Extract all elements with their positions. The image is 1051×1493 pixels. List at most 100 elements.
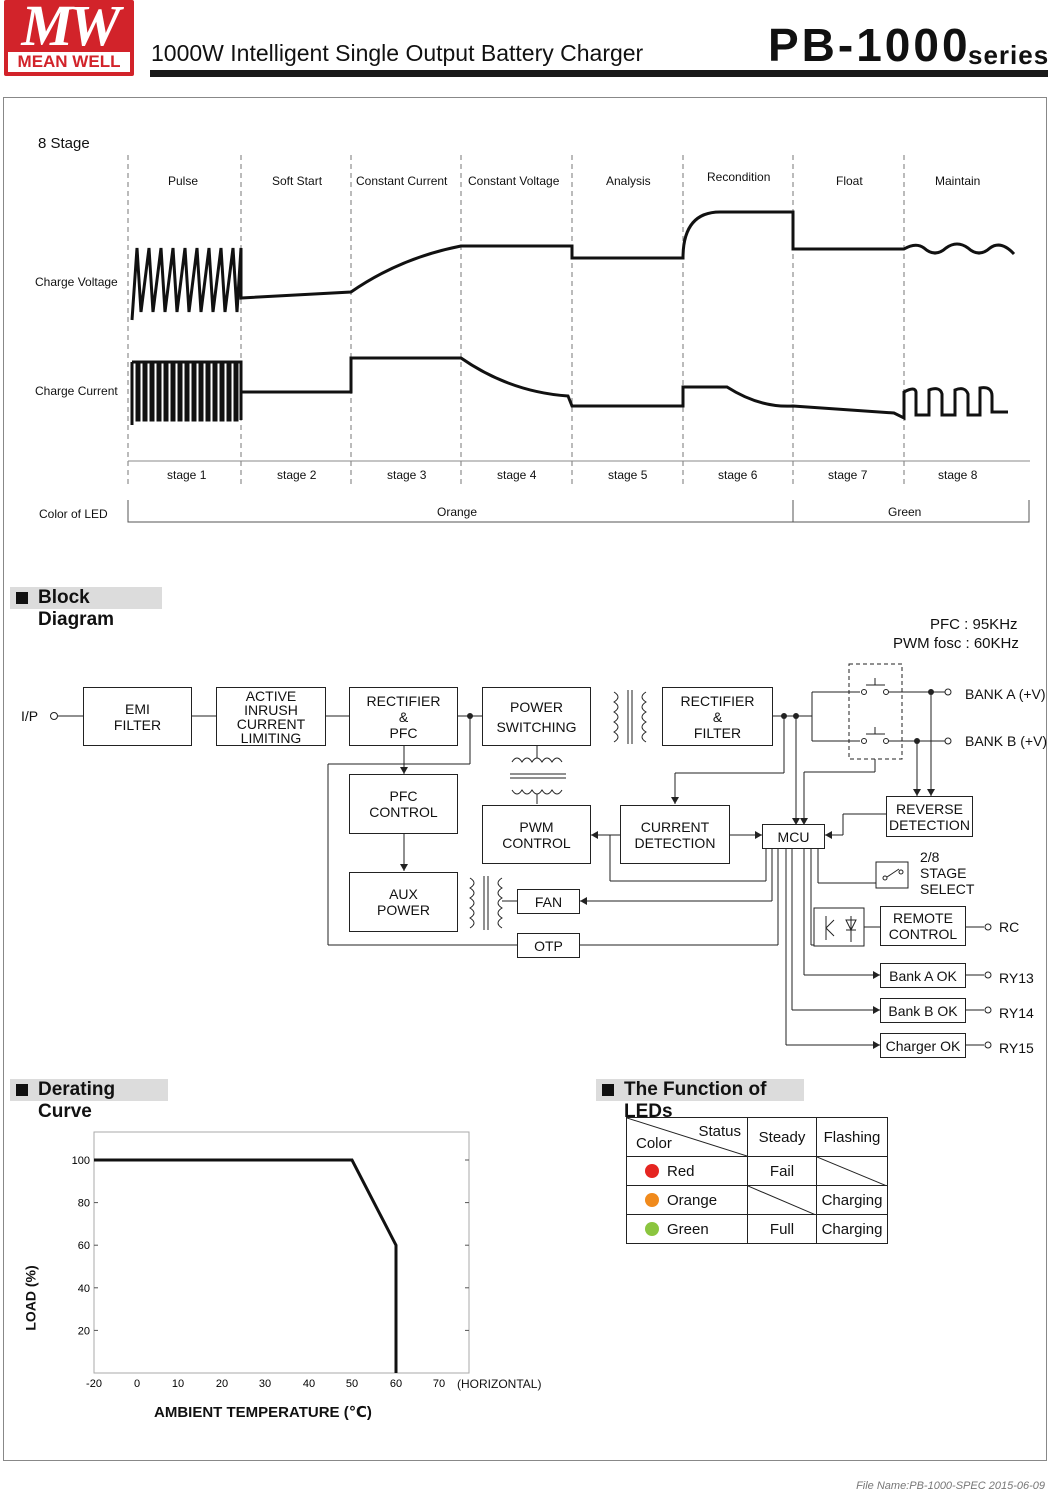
led-table-status-header: Status	[698, 1123, 741, 1140]
block-otp: OTP	[517, 933, 580, 958]
green-led-icon	[645, 1221, 659, 1236]
block-diagram-section-title: Block Diagram	[10, 587, 162, 630]
led-table-corner-cell: Status Color	[626, 1117, 748, 1157]
pwm-frequency-note: PWM fosc : 60KHz	[893, 635, 1019, 652]
content-frame	[3, 97, 1047, 1461]
led-table-row-green: Green Full Charging	[626, 1214, 888, 1244]
stage-name-7: Float	[836, 174, 863, 188]
charge-voltage-label: Charge Voltage	[35, 275, 118, 289]
charge-current-waveform	[130, 356, 1008, 425]
y-tick-label-4: 100	[72, 1155, 90, 1167]
led-table-row-orange: Orange Charging	[626, 1185, 888, 1215]
block-pfc-control: PFC CONTROL	[349, 774, 458, 834]
header-rule	[150, 70, 1048, 77]
led-color-row-label: Color of LED	[39, 507, 108, 521]
led-color-cell-red: Red	[626, 1156, 748, 1186]
logo-mark: MW	[21, 0, 120, 58]
block-bank-a-ok: Bank A OK	[880, 963, 966, 988]
pfc-frequency-note: PFC : 95KHz	[930, 616, 1018, 633]
derating-y-axis-label: LOAD (%)	[22, 1265, 39, 1331]
block-remote-control: REMOTE CONTROL	[880, 906, 966, 946]
led-red-steady: Fail	[747, 1156, 817, 1186]
led-color-cell-green: Green	[626, 1214, 748, 1244]
block-fan: FAN	[517, 889, 580, 914]
output-ry13: RY13	[999, 970, 1034, 986]
block-pwm-control: PWM CONTROL	[482, 805, 591, 864]
led-table-header-row: Status Color Steady Flashing	[626, 1117, 888, 1157]
charge-voltage-waveform	[130, 210, 1016, 321]
x-tick-label-8: 70	[433, 1378, 445, 1390]
x-tick-label-1: 0	[134, 1378, 140, 1390]
led-table-flashing-header: Flashing	[816, 1117, 888, 1157]
block-rectifier-filter: RECTIFIER & FILTER	[662, 687, 773, 746]
output-ry14: RY14	[999, 1005, 1034, 1021]
red-led-icon	[645, 1163, 659, 1178]
input-label: I/P	[21, 708, 39, 724]
orange-led-icon	[645, 1192, 659, 1207]
stage-name-5: Analysis	[606, 174, 651, 188]
stage-select-label: 2/8 STAGE SELECT	[920, 849, 975, 897]
stage-name-4: Constant Voltage	[468, 174, 560, 188]
logo-text: MEAN WELL	[8, 52, 130, 72]
stage-name-8: Maintain	[935, 174, 981, 188]
block-bank-b-ok: Bank B OK	[880, 998, 966, 1023]
y-tick-label-2: 60	[78, 1240, 90, 1252]
output-bank-b: BANK B (+V)	[965, 733, 1048, 749]
stage-name-6: Recondition	[707, 170, 771, 184]
led-red-flashing	[816, 1156, 888, 1186]
stage-number-3: stage 3	[387, 468, 427, 482]
derating-curve-line	[94, 1158, 398, 1373]
led-orange-flashing: Charging	[816, 1185, 888, 1215]
x-tick-label-4: 30	[259, 1378, 271, 1390]
block-mcu: MCU	[762, 824, 825, 849]
x-tick-label-3: 20	[216, 1378, 228, 1390]
led-function-section-title: The Function of LEDs	[596, 1079, 804, 1122]
led-segment-green: Green	[888, 505, 922, 519]
stage-number-7: stage 7	[828, 468, 868, 482]
led-green-flashing: Charging	[816, 1214, 888, 1244]
model-series-suffix: series	[968, 40, 1050, 70]
stage-name-3: Constant Current	[356, 174, 448, 188]
stage-waveform-graphic	[127, 155, 1030, 523]
led-color-cell-orange: Orange	[626, 1185, 748, 1215]
block-power-switching: POWER SWITCHING	[482, 687, 591, 746]
brand-logo: MW MEAN WELL	[4, 0, 134, 76]
x-tick-label-6: 50	[346, 1378, 358, 1390]
output-bank-a: BANK A (+V)	[965, 686, 1046, 702]
x-tick-label-5: 40	[303, 1378, 315, 1390]
block-rectifier-pfc: RECTIFIER & PFC	[349, 687, 458, 746]
block-emi-filter: EMI FILTER	[83, 687, 192, 746]
file-name-footer: File Name:PB-1000-SPEC 2015-06-09	[856, 1480, 1045, 1492]
stage-number-4: stage 4	[497, 468, 537, 482]
block-charger-ok: Charger OK	[880, 1033, 966, 1058]
led-table-row-red: Red Fail	[626, 1156, 888, 1186]
y-tick-label-3: 80	[78, 1198, 90, 1210]
model-name: PB-1000	[768, 19, 971, 71]
led-function-table: Status Color Steady Flashing Red Fail Or…	[626, 1117, 888, 1244]
block-reverse-detection: REVERSE DETECTION	[886, 796, 973, 837]
stage-number-2: stage 2	[277, 468, 317, 482]
derating-plot-area	[93, 1131, 470, 1374]
stage-number-1: stage 1	[167, 468, 207, 482]
block-diagram-wiring	[50, 663, 992, 1049]
led-orange-steady	[747, 1185, 817, 1215]
y-tick-label-0: 20	[78, 1325, 90, 1337]
derating-x-axis-note: (HORIZONTAL)	[457, 1377, 542, 1391]
block-aux-power: AUX POWER	[349, 872, 458, 932]
led-green-steady: Full	[747, 1214, 817, 1244]
output-rc: RC	[999, 919, 1020, 935]
charge-current-label: Charge Current	[35, 384, 118, 398]
led-table-color-header: Color	[636, 1135, 672, 1152]
x-tick-label-7: 60	[390, 1378, 402, 1390]
stage-number-6: stage 6	[718, 468, 758, 482]
led-table-steady-header: Steady	[747, 1117, 817, 1157]
output-ry15: RY15	[999, 1040, 1034, 1056]
stage-name-1: Pulse	[168, 174, 199, 188]
stage-chart-title: 8 Stage	[38, 135, 90, 152]
document-title: 1000W Intelligent Single Output Battery …	[151, 40, 644, 66]
led-segment-orange: Orange	[437, 505, 478, 519]
derating-x-axis-label: AMBIENT TEMPERATURE (℃)	[154, 1404, 372, 1421]
stage-number-5: stage 5	[608, 468, 648, 482]
y-tick-label-1: 40	[78, 1283, 90, 1295]
